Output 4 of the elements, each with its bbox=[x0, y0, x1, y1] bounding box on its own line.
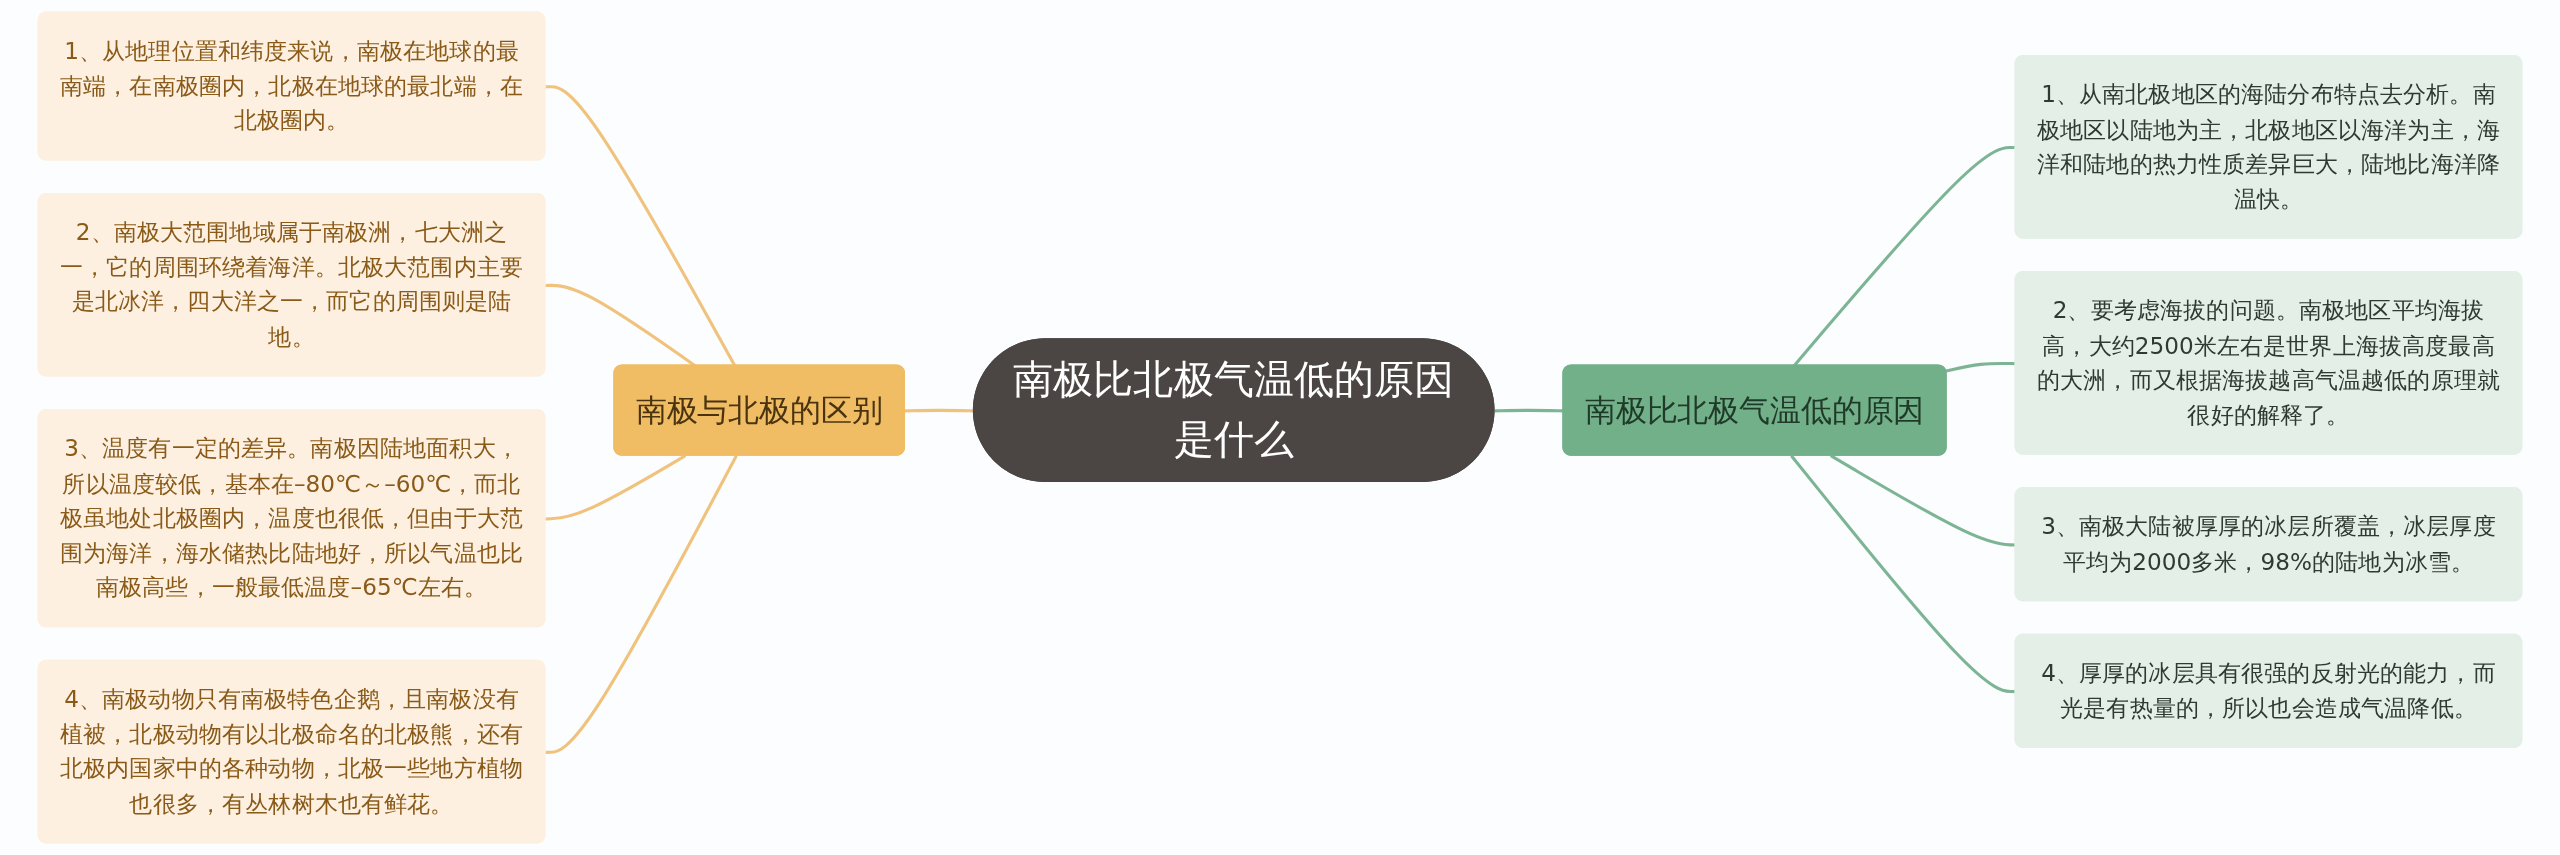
connector bbox=[545, 85, 737, 367]
connector bbox=[1494, 408, 1564, 413]
connector bbox=[545, 454, 738, 754]
connector bbox=[545, 454, 687, 521]
